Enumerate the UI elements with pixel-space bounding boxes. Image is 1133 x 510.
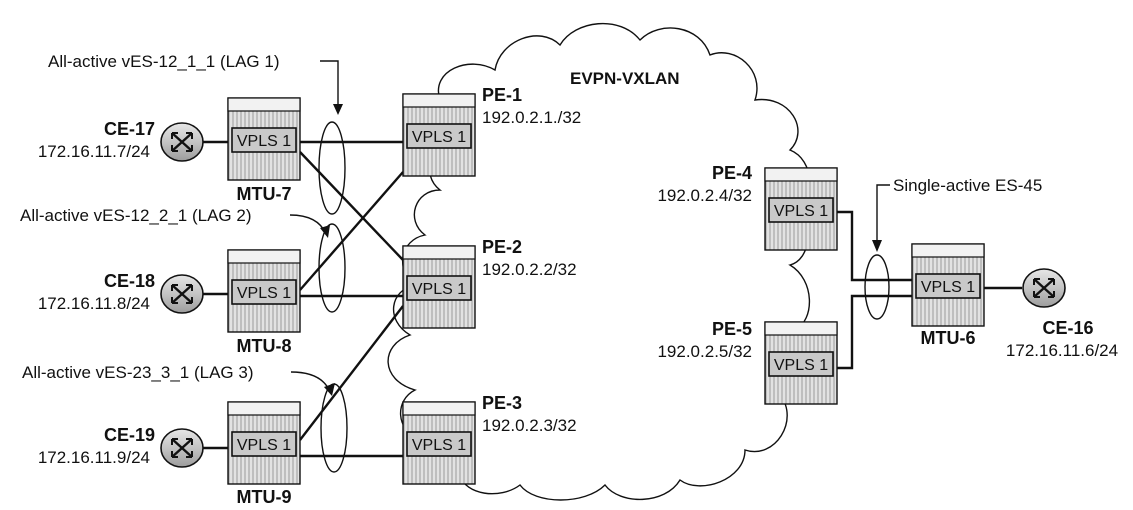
mtu8-switch[interactable]: VPLS 1 <box>227 249 301 333</box>
pe5-name: PE-5 <box>712 319 752 339</box>
ce16-router-icon[interactable] <box>1021 267 1067 309</box>
mtu7-service: VPLS 1 <box>237 133 291 150</box>
es45-ellipse <box>864 254 890 320</box>
ce18-name: CE-18 <box>104 271 155 291</box>
lag2-ellipse <box>318 223 346 313</box>
mtu6-name: MTU-6 <box>921 328 976 348</box>
lag1-ellipse <box>318 121 346 215</box>
pe1-ip: 192.0.2.1./32 <box>482 108 581 127</box>
es45-label: Single-active ES-45 <box>893 176 1042 195</box>
lag3-label: All-active vES-23_3_1 (LAG 3) <box>22 363 254 382</box>
pe5-ip: 192.0.2.5/32 <box>657 342 752 361</box>
mtu8-service: VPLS 1 <box>237 285 291 302</box>
mtu6-switch[interactable]: VPLS 1 <box>911 243 985 327</box>
pe4-service: VPLS 1 <box>774 203 828 220</box>
ce19-name: CE-19 <box>104 425 155 445</box>
ce17-name: CE-17 <box>104 119 155 139</box>
pe5-service: VPLS 1 <box>774 357 828 374</box>
mtu9-switch[interactable]: VPLS 1 <box>227 401 301 485</box>
pe1-service: VPLS 1 <box>412 129 466 146</box>
pe5-switch[interactable]: VPLS 1 <box>764 321 838 405</box>
pe3-ip: 192.0.2.3/32 <box>482 416 577 435</box>
lag1-label: All-active vES-12_1_1 (LAG 1) <box>48 52 280 71</box>
mtu7-name: MTU-7 <box>237 184 292 204</box>
ce18-ip: 172.16.11.8/24 <box>38 294 150 313</box>
ce18-router-icon[interactable] <box>159 273 205 315</box>
lag2-label: All-active vES-12_2_1 (LAG 2) <box>20 206 252 225</box>
mtu6-service: VPLS 1 <box>921 279 975 296</box>
pe2-switch[interactable]: VPLS 1 <box>402 245 476 329</box>
ce19-router-icon[interactable] <box>159 427 205 469</box>
ce17-ip: 172.16.11.7/24 <box>38 142 150 161</box>
pe2-ip: 192.0.2.2/32 <box>482 260 577 279</box>
pe3-service: VPLS 1 <box>412 437 466 454</box>
ce17-router-icon[interactable] <box>159 121 205 163</box>
pe4-ip: 192.0.2.4/32 <box>657 186 752 205</box>
pe1-name: PE-1 <box>482 85 522 105</box>
ce16-name: CE-16 <box>1042 318 1093 338</box>
cloud-label: EVPN-VXLAN <box>570 69 680 88</box>
mtu9-name: MTU-9 <box>237 487 292 507</box>
pe4-switch[interactable]: VPLS 1 <box>764 167 838 251</box>
ce16-ip: 172.16.11.6/24 <box>1006 341 1118 360</box>
links <box>200 140 1022 458</box>
pe3-name: PE-3 <box>482 393 522 413</box>
pe2-service: VPLS 1 <box>412 281 466 298</box>
mtu9-service: VPLS 1 <box>237 437 291 454</box>
mtu8-name: MTU-8 <box>237 336 292 356</box>
pe3-switch[interactable]: VPLS 1 <box>402 401 476 485</box>
pe1-switch[interactable]: VPLS 1 <box>402 93 476 177</box>
ce19-ip: 172.16.11.9/24 <box>38 448 150 467</box>
pe4-name: PE-4 <box>712 163 752 183</box>
pe2-name: PE-2 <box>482 237 522 257</box>
mtu7-switch[interactable]: VPLS 1 <box>227 97 301 181</box>
